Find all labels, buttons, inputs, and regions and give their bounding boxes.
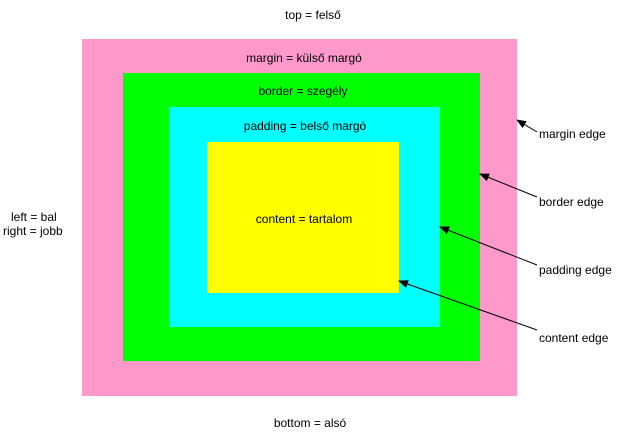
border-edge-arrow bbox=[479, 173, 538, 198]
margin-edge-arrow bbox=[516, 119, 538, 133]
left-label: left = bal bbox=[11, 210, 57, 224]
content-label: content = tartalom bbox=[255, 212, 353, 226]
content-box bbox=[207, 142, 399, 293]
margin-label: margin = külső margó bbox=[246, 51, 362, 65]
top-label: top = felső bbox=[285, 8, 341, 22]
bottom-label: bottom = alsó bbox=[273, 416, 347, 430]
side-labels: left = bal right = jobb bbox=[3, 210, 63, 238]
border-edge-label: border edge bbox=[539, 195, 604, 209]
padding-edge-arrow bbox=[439, 226, 538, 266]
right-label: right = jobb bbox=[3, 224, 63, 238]
content-edge-arrow bbox=[398, 280, 538, 331]
margin-edge-label: margin edge bbox=[539, 127, 606, 141]
padding-edge-label: padding edge bbox=[539, 263, 612, 277]
border-label: border = szegély bbox=[258, 84, 348, 98]
padding-label: padding = belső margó bbox=[243, 119, 367, 133]
content-edge-label: content edge bbox=[539, 331, 609, 345]
